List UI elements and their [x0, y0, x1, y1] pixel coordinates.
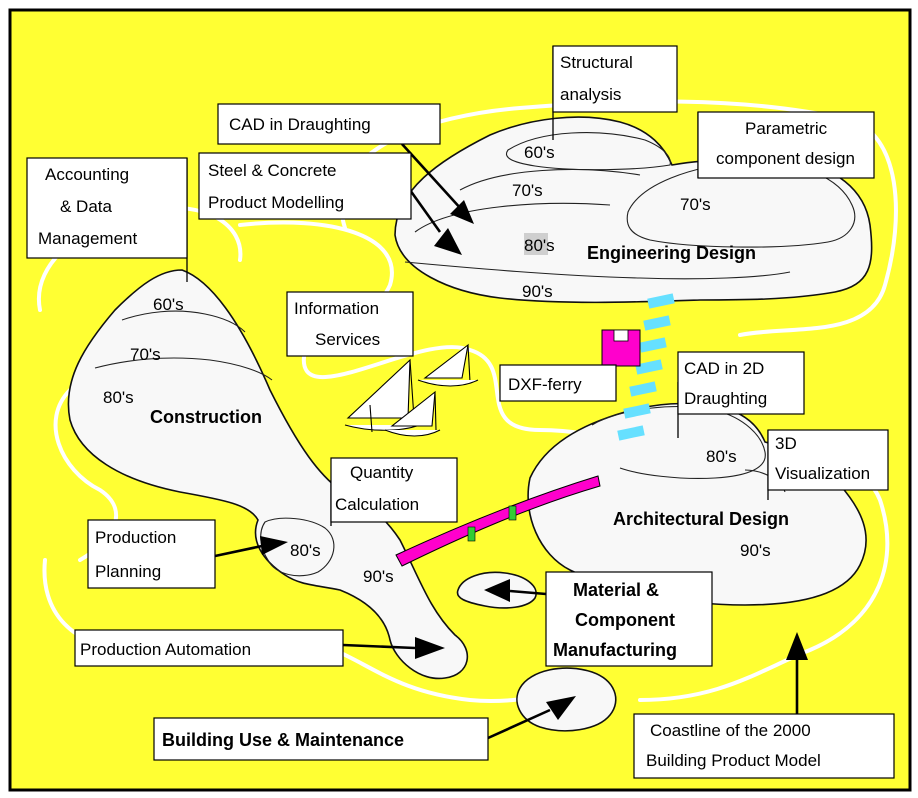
label-cad2d-line1: CAD in 2D: [684, 359, 764, 378]
label-material-line3: Manufacturing: [553, 640, 677, 660]
label-texts: Structural analysis CAD in Draughting Pa…: [38, 53, 870, 770]
region-construction: Construction: [150, 407, 262, 427]
label-parametric-line1: Parametric: [745, 119, 828, 138]
label-steel-line2: Product Modelling: [208, 193, 344, 212]
label-boxes: [26, 45, 895, 779]
dxf-track: [617, 293, 675, 441]
label-accounting-line3: Management: [38, 229, 138, 248]
arrows: [214, 143, 808, 740]
decade-eng-80: 80's: [524, 236, 555, 255]
decade-eng-90: 90's: [522, 282, 553, 301]
decade-con-80: 80's: [103, 388, 134, 407]
label-quantity-line1: Quantity: [350, 463, 414, 482]
label-coastline-line2: Building Product Model: [646, 751, 821, 770]
label-parametric-line2: component design: [716, 149, 855, 168]
label-structural-analysis-line1: Structural: [560, 53, 633, 72]
decade-eng-60: 60's: [524, 143, 555, 162]
label-cad2d-line2: Draughting: [684, 389, 767, 408]
label-visualization-line2: Visualization: [775, 464, 870, 483]
label-accounting-line1: Accounting: [45, 165, 129, 184]
bridge: [395, 475, 601, 567]
label-production-planning-line2: Planning: [95, 562, 161, 581]
label-production-planning-line1: Production: [95, 528, 176, 547]
decade-arch-90: 90's: [740, 541, 771, 560]
decade-eng-80-highlight: [524, 233, 548, 255]
construction-island: [67, 269, 469, 680]
decade-eng-70-parametric: 70's: [680, 195, 711, 214]
label-accounting-line2: & Data: [60, 197, 113, 216]
label-material-line2: Component: [575, 610, 675, 630]
decade-arch-80: 80's: [706, 447, 737, 466]
decade-labels: 60's 70's 70's 80's 90's 60's 70's 80's …: [103, 143, 771, 586]
label-dxf-ferry: DXF-ferry: [508, 375, 582, 394]
decade-eng-70: 70's: [512, 181, 543, 200]
label-structural-analysis-line2: analysis: [560, 85, 621, 104]
decade-con-90: 90's: [363, 567, 394, 586]
label-information-line2: Services: [315, 330, 380, 349]
label-coastline-line1: Coastline of the 2000: [650, 721, 811, 740]
decade-con-60: 60's: [153, 295, 184, 314]
label-building-use: Building Use & Maintenance: [162, 730, 404, 750]
label-steel-line1: Steel & Concrete: [208, 161, 337, 180]
label-cad-draughting: CAD in Draughting: [229, 115, 371, 134]
region-engineering-design: Engineering Design: [587, 243, 756, 263]
decade-con-80-planning: 80's: [290, 541, 321, 560]
sailboats: [344, 343, 479, 437]
dxf-ferry-icon: [601, 329, 641, 367]
region-architectural-design: Architectural Design: [613, 509, 789, 529]
label-visualization-line1: 3D: [775, 434, 797, 453]
label-quantity-line2: Calculation: [335, 495, 419, 514]
region-names: Engineering Design Construction Architec…: [150, 243, 789, 529]
label-material-line1: Material &: [573, 580, 659, 600]
label-production-automation: Production Automation: [80, 640, 251, 659]
label-information-line1: Information: [294, 299, 379, 318]
decade-con-70: 70's: [130, 345, 161, 364]
